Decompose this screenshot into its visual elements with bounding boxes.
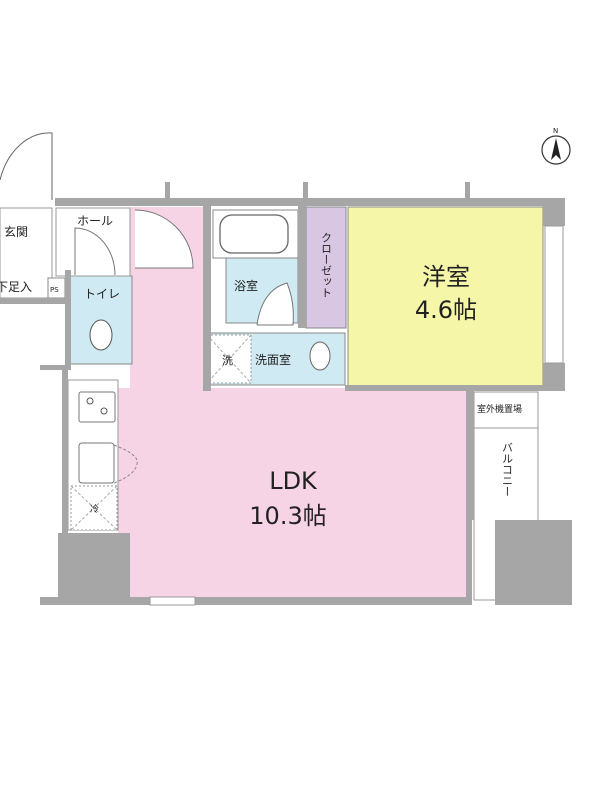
kitchen-sink-icon [78, 442, 115, 484]
stove-icon [78, 391, 116, 423]
toilet-door [74, 227, 116, 276]
window-east [544, 225, 564, 364]
svg-text:N: N [553, 127, 558, 135]
western-room-label: 洋室 [422, 263, 470, 291]
bathroom-door [256, 282, 294, 326]
washer-label: 洗 [222, 354, 233, 367]
bathroom-label: 浴室 [234, 278, 258, 293]
hall-door [134, 209, 194, 269]
washroom-label: 洗面室 [255, 352, 291, 367]
ldk-area [118, 388, 468, 598]
balcony-label: バルコニー [501, 442, 514, 497]
closet-label: クローゼット [320, 232, 333, 298]
ldk-size: 10.3帖 [249, 502, 326, 530]
genkan-area [0, 207, 53, 299]
north-compass-icon: N [541, 127, 571, 165]
sink-icon [309, 341, 331, 371]
western-room-area [347, 206, 544, 389]
walls [0, 182, 572, 605]
western-room-size: 4.6帖 [415, 296, 477, 324]
ac-unit-space-label: 室外機置場 [477, 403, 522, 415]
bathtub-icon [219, 214, 289, 254]
toilet-label: トイレ [84, 287, 120, 301]
entrance-door [0, 132, 53, 200]
window-south [149, 596, 196, 606]
toilet-icon [89, 319, 113, 351]
ps-label: PS [50, 286, 59, 294]
closet-area [305, 206, 347, 329]
fridge-label: 冷 [90, 503, 99, 515]
shoe-storage-label: 下足入 [0, 280, 32, 294]
ldk-label: LDK [269, 467, 318, 495]
hall-label: ホール [77, 214, 113, 228]
genkan-label: 玄関 [4, 224, 28, 239]
